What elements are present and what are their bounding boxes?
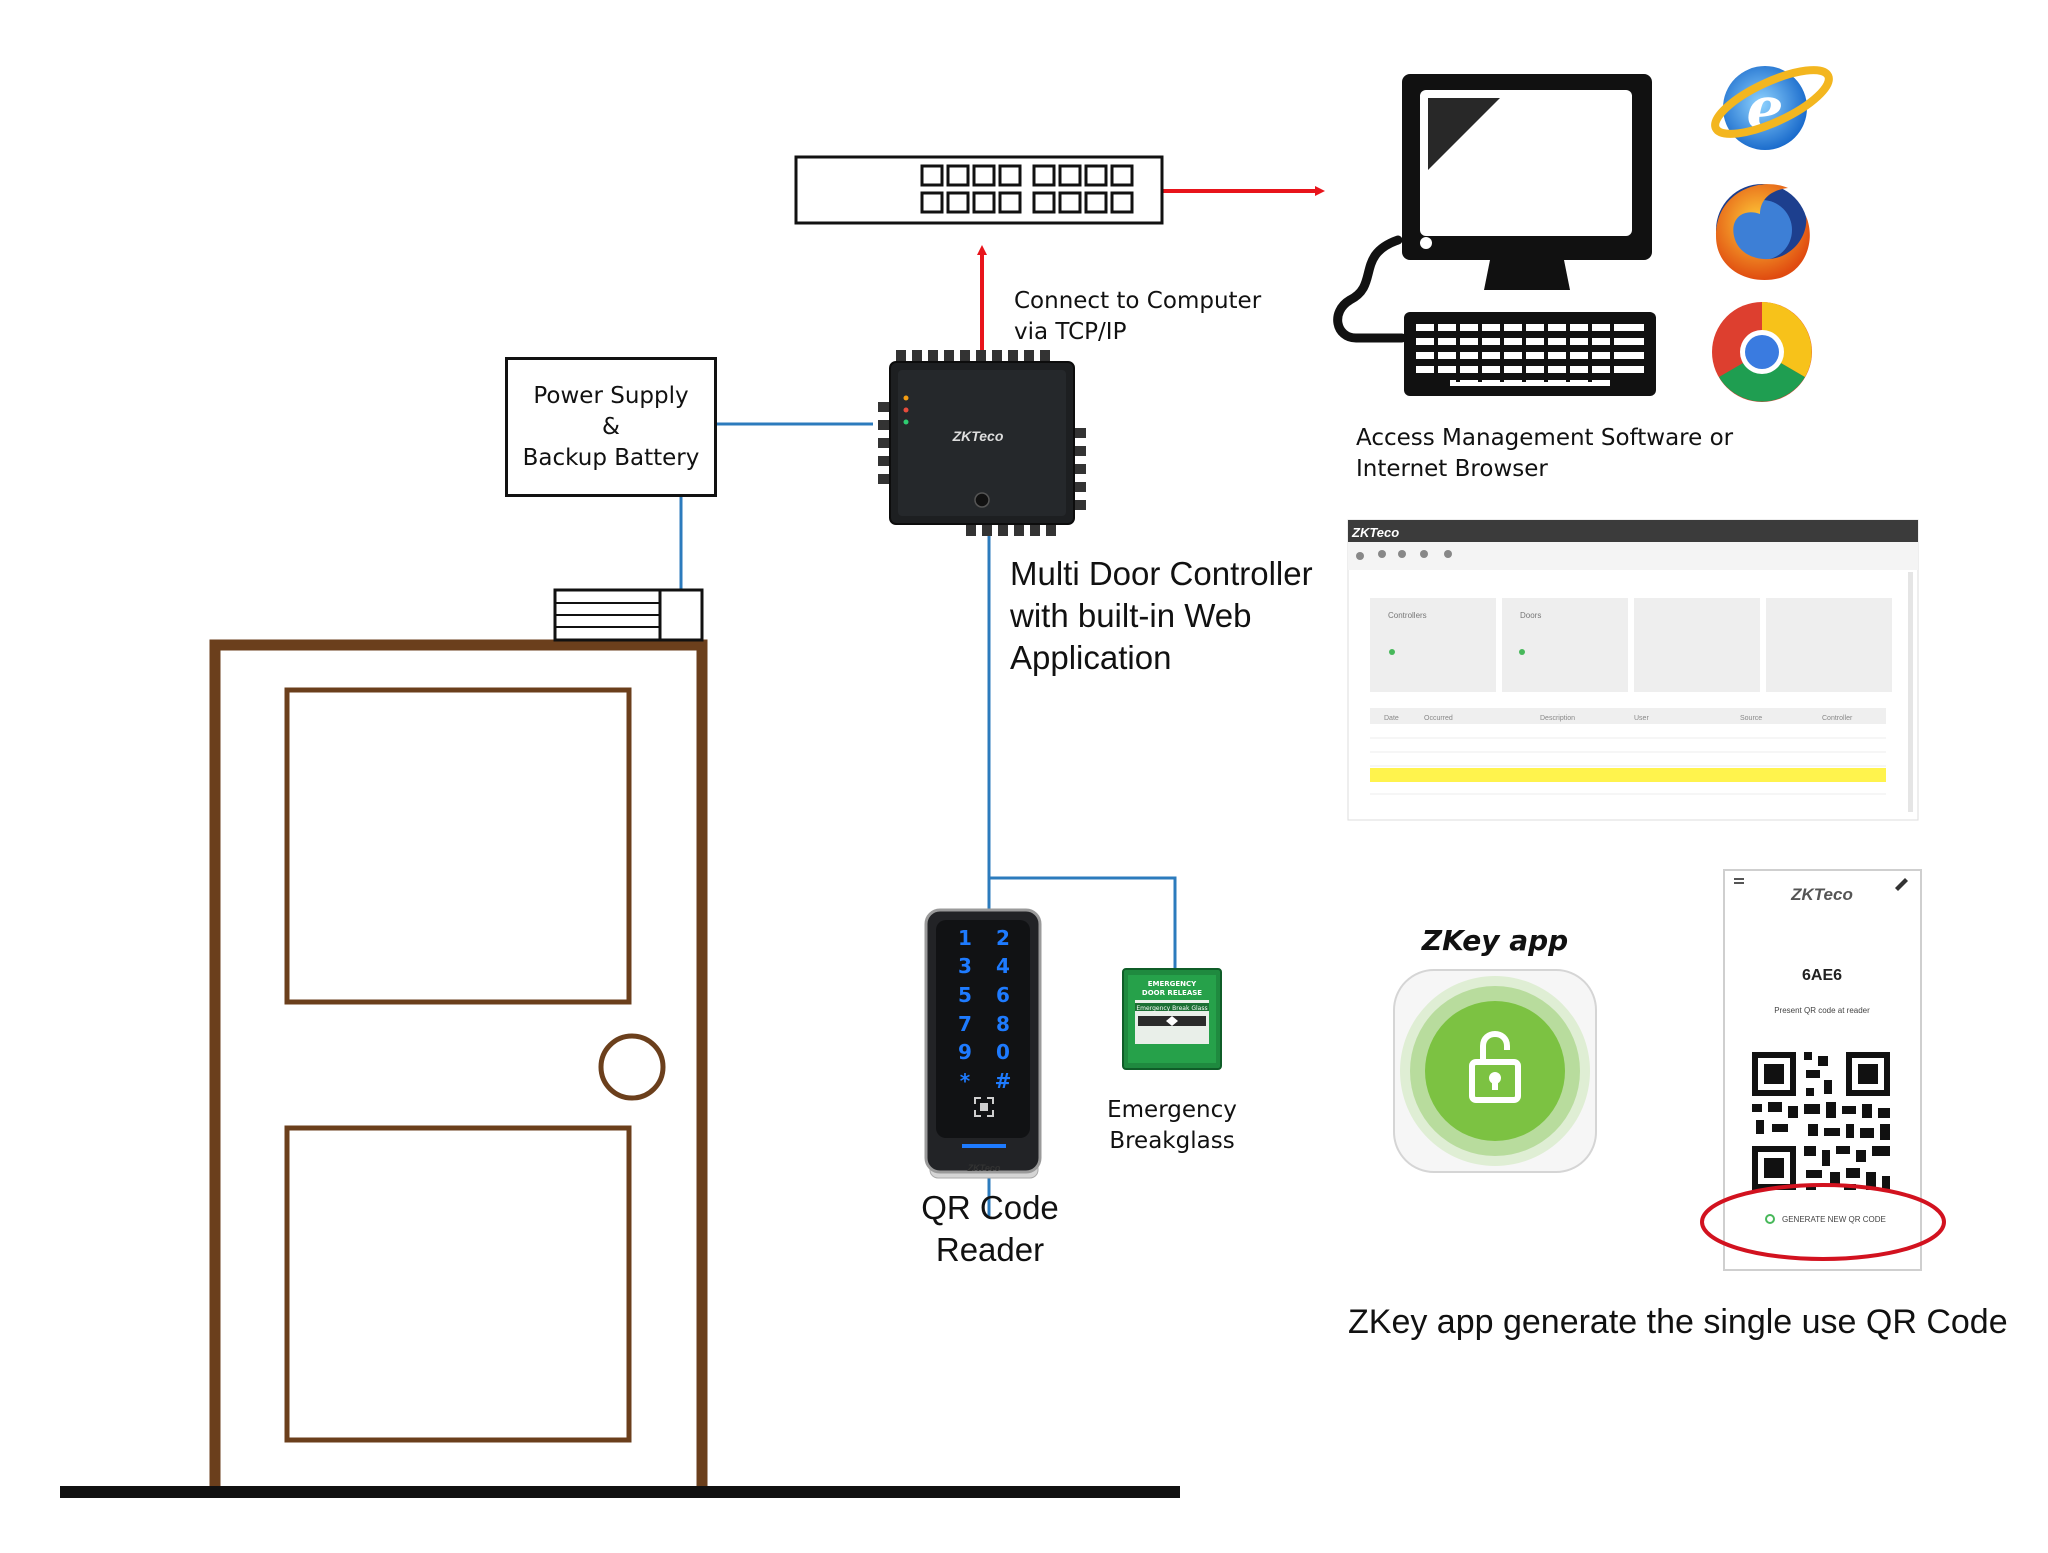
network-switch [794, 155, 1164, 225]
app-card [1502, 598, 1628, 692]
unlock-icon [1469, 1031, 1521, 1103]
door [209, 639, 708, 1487]
power-supply-box: Power Supply & Backup Battery [505, 357, 717, 497]
wire-controller-to-breakglass [989, 876, 1177, 972]
reader-key: 7 [958, 1012, 972, 1036]
power-supply-line3: Backup Battery [522, 444, 700, 471]
reader-key: # [995, 1069, 1012, 1093]
phone-code: 6AE6 [1802, 967, 1842, 984]
reader-key: 1 [958, 926, 972, 950]
caption: ZKey app generate the single use QR Code [1348, 1303, 2008, 1341]
qr-code [1752, 1052, 1890, 1190]
switch-ports [920, 164, 1134, 214]
highlight-ellipse [1700, 1183, 1946, 1261]
breakglass-label-line1: Emergency [1107, 1097, 1237, 1123]
emergency-breakglass: EMERGENCY DOOR RELEASE Emergency Break G… [1122, 968, 1222, 1070]
network-arrows [977, 186, 1325, 354]
software-label-line1: Access Management Software or [1356, 425, 1734, 451]
network-label-line2: via TCP/IP [1014, 319, 1127, 345]
reader-key: 8 [996, 1012, 1010, 1036]
controller-label: Multi Door Controller with built-in Web … [1010, 553, 1313, 679]
door-knob [598, 1033, 666, 1101]
app-card [1766, 598, 1892, 692]
controller-label-line2: with built-in Web [1010, 597, 1252, 634]
breakglass-header: EMERGENCY [1148, 980, 1197, 988]
power-supply-line1: Power Supply [533, 382, 689, 409]
door-panel-top [284, 687, 632, 1005]
network-label: Connect to Computer via TCP/IP [1014, 286, 1261, 348]
phone-instruction: Present QR code at reader [1774, 1006, 1870, 1015]
reader-key: 9 [958, 1040, 972, 1064]
reader-key: 6 [996, 983, 1010, 1007]
reader-label: QR Code Reader [890, 1187, 1090, 1271]
reader-label-line1: QR Code [921, 1189, 1059, 1226]
app-highlight-row [1370, 768, 1886, 782]
app-table-header: Occurred [1424, 715, 1453, 722]
reader-key: 4 [996, 954, 1010, 978]
app-card [1634, 598, 1760, 692]
controller-label-line1: Multi Door Controller [1010, 555, 1313, 592]
app-table-header: Date [1384, 715, 1399, 722]
refresh-icon [1765, 1214, 1775, 1224]
network-label-line1: Connect to Computer [1014, 288, 1262, 314]
app-table-header: User [1634, 715, 1649, 722]
computer [1333, 74, 1656, 396]
breakglass-label-line2: Breakglass [1109, 1128, 1235, 1154]
app-table-header: Source [1740, 715, 1762, 722]
app-card-title: Doors [1520, 611, 1541, 620]
reader-key: 5 [958, 983, 972, 1007]
phone-screen: ZKTeco 6AE6 Present QR code at reader GE… [1723, 869, 1922, 1271]
breakglass-panel-text: Emergency Break Glass [1136, 1005, 1207, 1012]
web-app-brand: ZKTeco [1351, 525, 1399, 540]
controller-label-line3: Application [1010, 639, 1172, 676]
app-card-title: Controllers [1388, 611, 1427, 620]
edit-icon [1895, 878, 1908, 891]
door-panel-bottom [284, 1125, 632, 1443]
reader-label-line2: Reader [935, 1231, 1045, 1268]
firefox-icon [1716, 184, 1810, 281]
phone-brand: ZKTeco [1790, 885, 1853, 904]
app-table-header: Description [1540, 715, 1575, 722]
breakglass-header: DOOR RELEASE [1142, 989, 1202, 997]
reader-key: * [960, 1069, 971, 1093]
software-label: Access Management Software or Internet B… [1356, 423, 1733, 485]
web-app-screenshot: ZKTeco Controllers Doors Date Occurred D… [1347, 519, 1919, 821]
generate-qr-button: GENERATE NEW QR CODE [1782, 1215, 1886, 1224]
power-supply-line2: & [602, 413, 620, 440]
door-controller: ZKTeco [878, 350, 1086, 536]
breakglass-label: Emergency Breakglass [1092, 1095, 1252, 1157]
reader-key: 0 [996, 1040, 1010, 1064]
zkey-app-title: ZKey app [1421, 924, 1569, 957]
controller-brand: ZKTeco [952, 428, 1004, 444]
magnetic-lock [553, 588, 704, 642]
reader-key: 3 [958, 954, 972, 978]
software-label-line2: Internet Browser [1356, 456, 1548, 482]
zkey-app-icon [1393, 969, 1597, 1173]
app-card [1370, 598, 1496, 692]
reader-brand: ZKTeco [967, 1163, 1001, 1173]
reader-scan-window [974, 1097, 994, 1117]
internet-explorer-icon: e [1711, 66, 1833, 150]
chrome-icon [1712, 302, 1812, 402]
qr-code-reader: 1 2 3 4 5 6 7 8 9 0 * # ZKTeco [924, 908, 1042, 1179]
reader-key: 2 [996, 926, 1010, 950]
app-table-header: Controller [1822, 715, 1853, 722]
